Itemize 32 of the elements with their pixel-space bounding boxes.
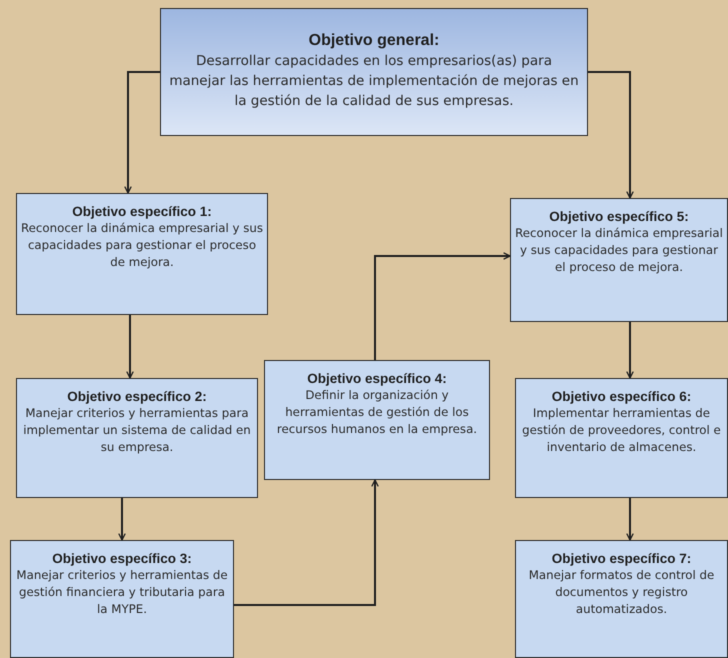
arrow [374,252,511,360]
objective-box [264,360,490,480]
objective-box [16,193,268,315]
arrow [626,322,634,379]
box-description: Manejar criterios y herramientas para implementar un sistema de calidad en su empresa. [22,404,252,456]
objective-box [16,378,258,498]
box-description: Reconocer la dinámica empresarial y sus capacidades para gestionar el proceso de mejora. [515,224,723,276]
box-description: Manejar criterios y herramientas de gestión financiera y tributaria para la MYPE. [15,566,229,618]
box-heading: Objetivo específico 7: [552,551,692,567]
box-heading: Objetivo específico 1: [72,204,212,220]
goal-box [160,8,588,136]
arrow [126,315,134,379]
box-heading: Objetivo específico 2: [67,389,207,405]
box-description: Implementar herramientas de gestión de proveedores, control e inventario de almacenes. [521,404,722,456]
arrow [118,498,126,541]
objective-box [510,198,728,322]
box-description: Desarrollar capacidades en los empresarios(as) para manejar las herramientas de implementación de mejoras en la gestión de la calidad de sus empresas. [169,52,579,112]
box-description: Manejar formatos de control de documentos y registro automatizados. [528,566,716,618]
box-heading: Objetivo específico 3: [52,551,192,567]
arrow [234,479,379,606]
box-heading: Objetivo específico 4: [307,371,447,387]
box-heading: Objetivo específico 5: [549,209,689,225]
objective-box [10,540,234,658]
box-description: Definir la organización y herramientas de gestión de los recursos humanos en la empresa. [276,386,478,438]
box-heading: Objetivo general: [308,32,440,51]
objective-box [515,378,728,498]
objective-box [515,540,728,658]
arrow [124,71,160,194]
arrow [626,498,634,541]
box-heading: Objetivo específico 6: [552,389,692,405]
arrow [588,71,634,199]
box-description: Reconocer la dinámica empresarial y sus capacidades para gestionar el proceso de mejora. [21,220,263,271]
